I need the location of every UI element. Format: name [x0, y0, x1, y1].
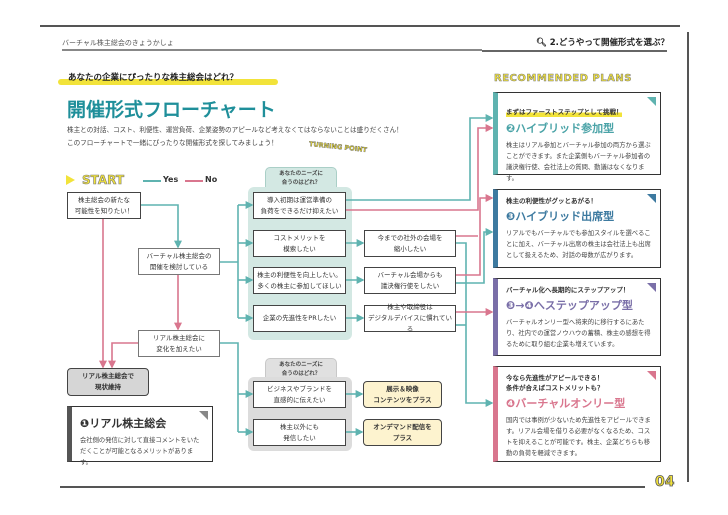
plan-name: ❹バーチャルオンリー型 — [506, 395, 652, 411]
plan-card-real: ❶リアル株主総会 会社側の発信に対して直接コメントをいただくことが可能となるメリ… — [67, 406, 213, 466]
plan-lead: 株主の利便性がグッとあがる！ — [506, 197, 597, 205]
plan-lead: バーチャル化へ長期的にステップアップ！ — [506, 286, 630, 294]
need-option: コストメリットを 模索したい — [253, 230, 346, 257]
top-rule — [40, 25, 680, 27]
need-option: 企業の先進性をPRしたい — [253, 305, 346, 332]
start-label: START — [82, 173, 125, 188]
corner-marker-icon — [647, 371, 656, 380]
header-rule-right — [482, 50, 667, 52]
kicker-highlight — [58, 79, 278, 85]
plan-title: バーチャルオンリー型 — [515, 397, 626, 410]
plan-number: ❶ — [80, 417, 90, 430]
bottom-rule — [60, 486, 645, 488]
plan-number: ❷ — [506, 122, 516, 135]
legend-no-line — [185, 180, 203, 182]
need-option: 株主の利便性を向上したい。 多くの株主に参加してほしい — [253, 267, 346, 294]
plan-description: バーチャルオンリー型へ将来的に移行するにあたり、社内での運営ノウハウの蓄積、株主… — [506, 319, 651, 348]
page-title: 開催形式フローチャート — [67, 99, 276, 121]
section-title: 2.どうやって開催形式を選ぶ？ — [549, 38, 669, 48]
legend-yes-line — [143, 180, 161, 182]
plan-title: リアル株主総会 — [89, 417, 167, 430]
right-rule — [687, 32, 689, 482]
question-virtual: バーチャル株主総会の 開催を検討している — [138, 248, 220, 275]
recommended-plans-label: RECOMMENDED PLANS — [494, 73, 632, 85]
plan-number: ❹ — [506, 397, 516, 410]
corner-marker-icon — [647, 97, 656, 106]
legend-no: No — [205, 175, 218, 184]
need2-option: ビジネスやブランドを 直感的に伝えたい — [253, 381, 346, 408]
addon-result: 展示＆映像 コンテンツをプラス — [363, 381, 442, 408]
plan-number: ❸ — [506, 210, 516, 223]
plan-card-hybrid-participation: まずはファーストステップとして挑戦！ ❷ハイブリッド参加型 株主はリアル参加とバ… — [493, 92, 661, 182]
page-number: 04 — [655, 474, 675, 491]
plan-description: 株主はリアル参加とバーチャル参加の両方から選ぶことができます。また企業側もバーチ… — [506, 142, 651, 182]
plan-title: ハイブリッド出席型 — [515, 210, 615, 223]
plan-title: へステップアップ型 — [533, 299, 633, 312]
plan-lead: 今なら先進性がアピールできる！ 条件が合えばコストメリットも？ — [506, 374, 604, 392]
start-flag-icon — [66, 175, 75, 185]
plan-title: ハイブリッド参加型 — [515, 122, 615, 135]
plan-name: ❸→❹へステップアップ型 — [506, 297, 652, 313]
follow-up-question: バーチャル会場からも 議決権行使をしたい — [364, 267, 456, 294]
corner-marker-icon — [647, 283, 656, 292]
plan-description: リアルでもバーチャルでも参加スタイルを選べることに加え、バーチャル出席の株主は会… — [506, 230, 651, 259]
corner-marker-icon — [647, 194, 656, 203]
intro-text-2: このフローチャートで一緒にぴったりな開催形式を探してみましょう！ — [67, 139, 278, 147]
legend-yes: Yes — [163, 175, 179, 184]
plan-card-virtual-only: 今なら先進性がアピールできる！ 条件が合えばコストメリットも？ ❹バーチャルオン… — [493, 366, 661, 462]
yes-arrow — [140, 204, 182, 249]
plan-description: 国内では事例が少ないため先進性をアピールできます。リアル会場を借りる必要がなくな… — [506, 417, 651, 457]
question-change-real: リアル株主総会に 変化を加えたい — [138, 330, 220, 357]
plan-card-step-up: バーチャル化へ長期的にステップアップ！ ❸→❹へステップアップ型 バーチャルオン… — [493, 278, 661, 356]
question-start: 株主総会の新たな 可能性を知りたい！ — [67, 192, 141, 219]
plan-lead: まずはファーストステップとして挑戦！ — [506, 107, 623, 117]
book-title: バーチャル株主総会のきょうかしょ — [62, 39, 174, 47]
intro-text-1: 株主との対話、コスト、利便性、運営負荷、企業姿勢のアピールなど考えなくてはならな… — [67, 126, 403, 134]
plan-name: ❷ハイブリッド参加型 — [506, 120, 652, 136]
plan-name: ❶リアル株主総会 — [80, 415, 204, 431]
need-option: 導入初期は運営準備の 負荷をできるだけ抑えたい — [253, 192, 346, 219]
search-icon: 🔍︎ — [536, 38, 547, 48]
corner-marker-icon — [199, 411, 208, 420]
section-heading: 🔍︎ 2.どうやって開催形式を選ぶ？ — [536, 36, 669, 48]
header-rule-left — [62, 49, 482, 51]
addon-result: オンデマンド配信を プラス — [363, 419, 442, 446]
kicker: あなたの企業にぴったりな株主総会はどれ？ — [68, 73, 239, 83]
plan-name: ❸ハイブリッド出席型 — [506, 208, 652, 224]
need2-option: 株主以外にも 発信したい — [253, 419, 346, 446]
follow-up-question: 今までの社外の会場を 縮小したい — [364, 230, 456, 257]
plan-number: ❸→❹ — [506, 299, 534, 312]
follow-up-question: 株主や取締役は デジタルデバイスに慣れている — [364, 303, 456, 333]
plan-description: 会社側の発信に対して直接コメントをいただくことが可能となるメリットがあります。 — [80, 437, 200, 466]
keep-real-result: リアル株主総会で 現状維持 — [67, 368, 149, 396]
plan-card-hybrid-attendance: 株主の利便性がグッとあがる！ ❸ハイブリッド出席型 リアルでもバーチャルでも参加… — [493, 189, 661, 268]
